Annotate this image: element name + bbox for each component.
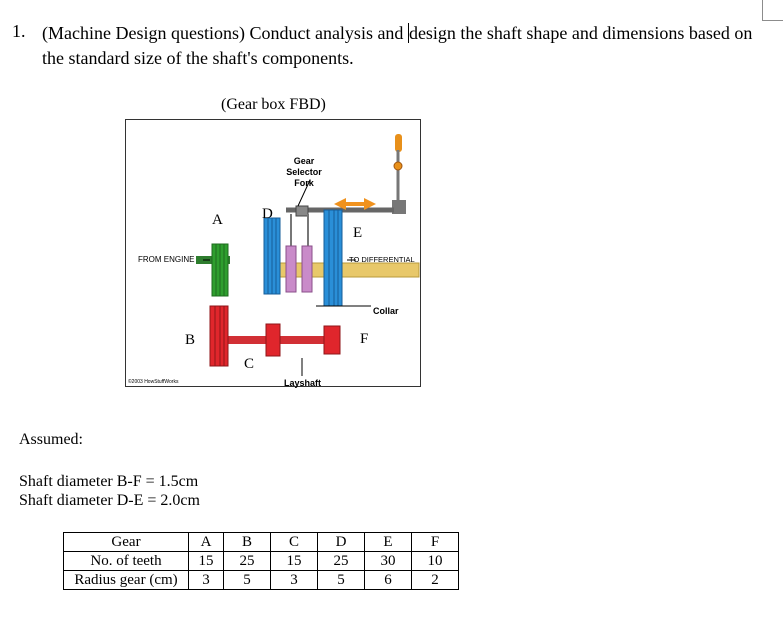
table-cell: 30	[364, 551, 412, 571]
table-cell: 2	[411, 570, 459, 590]
assumed-heading: Assumed:	[19, 431, 83, 448]
table-cell: Radius gear (cm)	[63, 570, 189, 590]
question-text-part1: (Machine Design questions) Conduct analy…	[42, 23, 408, 43]
label-selector: Selector	[286, 167, 322, 177]
table-cell: 15	[188, 551, 224, 571]
gear-C	[265, 323, 281, 357]
table-row: Radius gear (cm) 3 5 3 5 6 2	[63, 570, 459, 590]
table-header-cell: A	[188, 532, 224, 552]
gear-data-table: Gear A B C D E F No. of teeth 15 25 15 2…	[63, 532, 459, 590]
gearbox-diagram: Gear Selector Fork FROM ENGINE TO DIFFER…	[128, 134, 420, 388]
gear-F	[323, 325, 341, 355]
shaft-bf-diameter: Shaft diameter B-F = 1.5cm	[19, 473, 199, 490]
table-header-cell: F	[411, 532, 459, 552]
table-header-row: Gear A B C D E F	[63, 532, 459, 552]
figure-caption: (Gear box FBD)	[221, 96, 326, 113]
label-collar: Collar	[373, 306, 399, 316]
table-cell: 25	[317, 551, 365, 571]
table-cell: 15	[270, 551, 318, 571]
point-label-D: D	[262, 206, 273, 222]
table-header-cell: D	[317, 532, 365, 552]
label-to-differential: TO DIFFERENTIAL	[349, 255, 415, 264]
label-fork: Fork	[294, 178, 314, 188]
point-label-F: F	[360, 331, 369, 347]
label-layshaft: Layshaft	[284, 378, 321, 388]
table-header-cell: C	[270, 532, 318, 552]
shift-knob	[395, 134, 402, 152]
gear-E	[323, 209, 343, 307]
gear-B	[209, 305, 229, 367]
table-header-cell: B	[223, 532, 271, 552]
output-shaft	[275, 262, 420, 278]
point-label-C: C	[244, 356, 255, 372]
table-cell: 25	[223, 551, 271, 571]
question-text-part2: design the shaft shape and dimensions ba…	[42, 23, 753, 68]
table-cell: 5	[223, 570, 271, 590]
question-text: (Machine Design questions) Conduct analy…	[42, 21, 772, 71]
collar-1	[285, 245, 297, 293]
point-label-B: B	[185, 332, 196, 348]
table-cell: No. of teeth	[63, 551, 189, 571]
question-number: 1.	[12, 21, 26, 41]
page-corner-mark	[762, 0, 783, 21]
table-cell: 5	[317, 570, 365, 590]
table-header-cell: Gear	[63, 532, 189, 552]
lever-pivot-block	[392, 200, 406, 214]
text-cursor	[407, 23, 409, 43]
point-label-E: E	[353, 225, 363, 241]
table-cell: 10	[411, 551, 459, 571]
gearbox-figure: Gear Selector Fork FROM ENGINE TO DIFFER…	[125, 119, 421, 388]
table-cell: 6	[364, 570, 412, 590]
collar-2	[301, 245, 313, 293]
label-gear: Gear	[294, 156, 315, 166]
table-cell: 3	[270, 570, 318, 590]
label-from-engine: FROM ENGINE	[138, 255, 194, 264]
shaft-de-diameter: Shaft diameter D-E = 2.0cm	[19, 492, 200, 509]
point-label-A: A	[212, 212, 223, 228]
table-header-cell: E	[364, 532, 412, 552]
copyright-notice: ©2003 HowStuffWorks	[128, 378, 179, 385]
table-row: No. of teeth 15 25 15 25 30 10	[63, 551, 459, 571]
table-cell: 3	[188, 570, 224, 590]
